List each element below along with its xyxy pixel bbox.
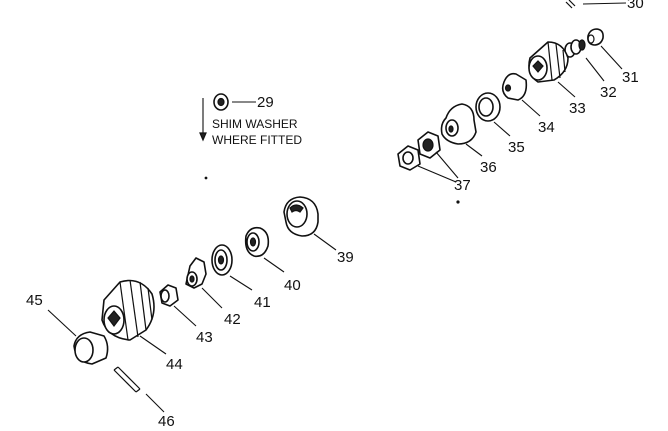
callout-35: 35 [508,139,525,156]
leader-40 [263,257,285,273]
part-43-nut [159,284,179,307]
callout-45: 45 [26,292,43,309]
callout-40: 40 [284,277,301,294]
callout-36: 36 [480,159,497,176]
leader-45 [47,309,77,337]
callout-44: 44 [166,356,183,373]
part-33-knurled-nut [528,41,569,83]
callout-29: 29 [257,94,274,111]
part-29-shim-washer [213,93,229,111]
part-30-pin [565,0,576,9]
leader-30 [582,2,627,5]
part-31-cap [587,28,604,46]
leader-46 [145,393,165,413]
part-46-pin [113,366,141,393]
dot-mark [456,200,460,204]
leader-37a [417,165,457,183]
down-arrow-icon [199,98,207,142]
part-36-body [440,103,477,145]
part-35-washer [475,92,501,122]
leader-44 [139,335,167,355]
part-34-cone [501,72,528,101]
part-39-cap [283,196,319,237]
shim-note-line1: SHIM WASHER [212,117,298,131]
dot-mark-left [204,176,208,180]
part-32-spring [564,39,586,58]
callout-34: 34 [538,119,555,136]
callout-43: 43 [196,329,213,346]
leader-34 [521,99,541,117]
leader-42 [201,287,223,309]
callout-41: 41 [254,294,271,311]
callout-30: 30 [627,0,644,12]
shim-note-line2: WHERE FITTED [212,133,302,147]
leader-32 [585,57,605,82]
leader-31 [600,45,623,70]
leader-37b [435,151,459,179]
leader-35 [493,121,511,137]
part-45-end-cap [73,331,109,365]
callout-39: 39 [337,249,354,266]
part-42-valve [185,257,207,289]
callout-31: 31 [622,69,639,86]
leader-39 [313,233,337,251]
leader-33 [557,81,576,98]
part-37-nuts [397,131,441,171]
leader-41 [229,275,253,291]
callout-32: 32 [600,84,617,101]
callout-37: 37 [454,177,471,194]
callout-46: 46 [158,413,175,430]
leader-36 [465,143,483,157]
callout-42: 42 [224,311,241,328]
callout-33: 33 [569,100,586,117]
part-44-knurled-nut [101,279,155,341]
part-41-ring [211,244,233,276]
part-40-bush [244,226,270,258]
leader-43 [173,305,197,327]
